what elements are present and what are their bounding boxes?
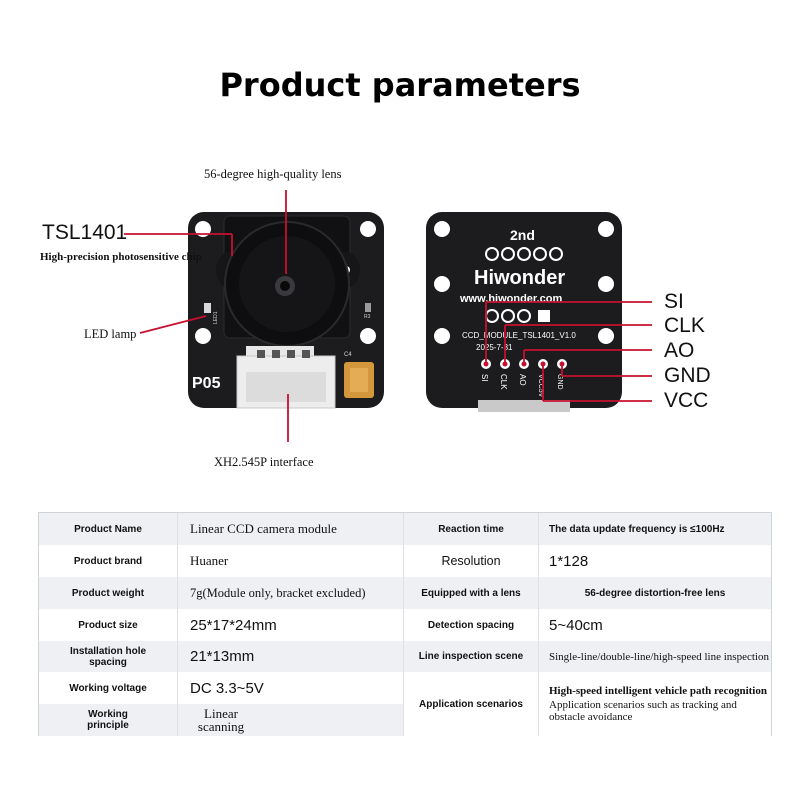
back-board-title: 2nd: [510, 227, 535, 243]
pin-label-clk: CLK: [664, 314, 705, 337]
pin-silk-si: SI: [480, 374, 489, 382]
back-board: [426, 212, 622, 412]
pointer-lines: [124, 190, 652, 442]
brand-url: www.hiwonder.com: [459, 293, 562, 305]
spec-table: Product Name Linear CCD camera module Re…: [38, 512, 772, 736]
spec-value-text: Linear scanning: [197, 706, 245, 734]
spec-value: 7g(Module only, bracket excluded): [178, 577, 404, 609]
spec-label: Product size: [39, 609, 178, 641]
front-board-label: P05: [192, 375, 221, 392]
spec-value: High-speed intelligent vehicle path reco…: [539, 672, 771, 736]
spec-value: 5~40cm: [549, 616, 603, 634]
mount-hole-icon: [434, 221, 450, 237]
spec-value: 1*128: [549, 552, 589, 570]
table-row: Product size 25*17*24mm Detection spacin…: [39, 609, 771, 641]
mount-hole-icon: [598, 276, 614, 292]
spec-label: Reaction time: [404, 513, 539, 545]
pin-silk-ao: AO: [518, 374, 527, 386]
spec-label: Working principle: [39, 704, 178, 736]
spec-label: Equipped with a lens: [404, 577, 539, 609]
spec-label: Detection spacing: [404, 609, 539, 641]
led-icon: [204, 303, 211, 313]
spec-label: Product Name: [39, 513, 178, 545]
spec-value: The data update frequency is ≤100Hz: [549, 523, 725, 535]
annotation-interface: XH2.545P interface: [214, 455, 314, 469]
pin-label-si: SI: [664, 290, 684, 313]
annotation-lens: 56-degree high-quality lens: [204, 167, 342, 181]
application-line-1: High-speed intelligent vehicle path reco…: [549, 685, 767, 697]
brand-logo: Hiwonder: [474, 267, 565, 289]
front-board: [188, 212, 384, 409]
mount-hole-icon: [360, 221, 376, 237]
pin-label-gnd: GND: [664, 364, 711, 387]
led-silk: LED1: [213, 311, 219, 324]
annotation-sensor: TSL1401: [42, 221, 128, 244]
page-title: Product parameters: [219, 66, 581, 104]
annotation-chip: High-precision photosensitive chip: [40, 251, 202, 263]
mount-hole-icon: [195, 221, 211, 237]
spec-label: Installation hole spacing: [39, 641, 178, 672]
table-row: Application scenarios High-speed intelli…: [404, 672, 771, 736]
mount-hole-icon: [434, 276, 450, 292]
mount-hole-icon: [195, 328, 211, 344]
spec-value: 25*17*24mm: [178, 609, 404, 641]
spec-value: Linear scanning: [178, 704, 404, 736]
table-row: Product weight 7g(Module only, bracket e…: [39, 577, 771, 609]
r3-silk: R3: [364, 314, 371, 320]
table-row: Working voltage DC 3.3~5V: [39, 672, 404, 704]
spec-label: Application scenarios: [404, 672, 539, 736]
spec-value: 21*13mm: [178, 641, 404, 672]
spec-value: 56-degree distortion-free lens: [584, 587, 726, 599]
spec-label: Resolution: [404, 545, 539, 577]
table-row: Working principle Linear scanning: [39, 704, 404, 736]
pin-silk-gnd: GND: [556, 374, 563, 390]
mount-hole-icon: [434, 328, 450, 344]
mount-hole-icon: [598, 221, 614, 237]
table-row: Installation hole spacing 21*13mm Line i…: [39, 641, 771, 672]
pin-label-vcc: VCC: [664, 389, 709, 412]
spec-label: Line inspection scene: [404, 641, 539, 672]
date-silk: 2025-7-31: [476, 343, 513, 352]
mount-hole-icon: [360, 328, 376, 344]
c4-silk: C4: [344, 352, 352, 358]
mount-hole-icon: [598, 328, 614, 344]
pin-label-ao: AO: [664, 339, 695, 362]
module-illustration: P05 LED1 R3 C4 2nd Hiwonder www.hiwonder…: [124, 190, 652, 442]
table-row: Product brand Huaner Resolution 1*128: [39, 545, 771, 577]
spec-label: Product brand: [39, 545, 178, 577]
spec-label: Product weight: [39, 577, 178, 609]
model-silk: CCD_MODULE_TSL1401_V1.0: [462, 331, 576, 340]
pin-silk-vcc: VCC5V: [537, 374, 544, 398]
table-row: Product Name Linear CCD camera module Re…: [39, 513, 771, 545]
pin-silk-clk: CLK: [499, 374, 508, 390]
spec-value: Linear CCD camera module: [178, 513, 404, 545]
spec-label: Working voltage: [39, 672, 178, 704]
spec-value: Single-line/double-line/high-speed line …: [549, 650, 769, 663]
spec-value: DC 3.3~5V: [178, 672, 404, 704]
spec-value: Huaner: [178, 545, 404, 577]
application-line-2: Application scenarios such as tracking a…: [549, 699, 737, 723]
annotation-led: LED lamp: [84, 327, 137, 341]
